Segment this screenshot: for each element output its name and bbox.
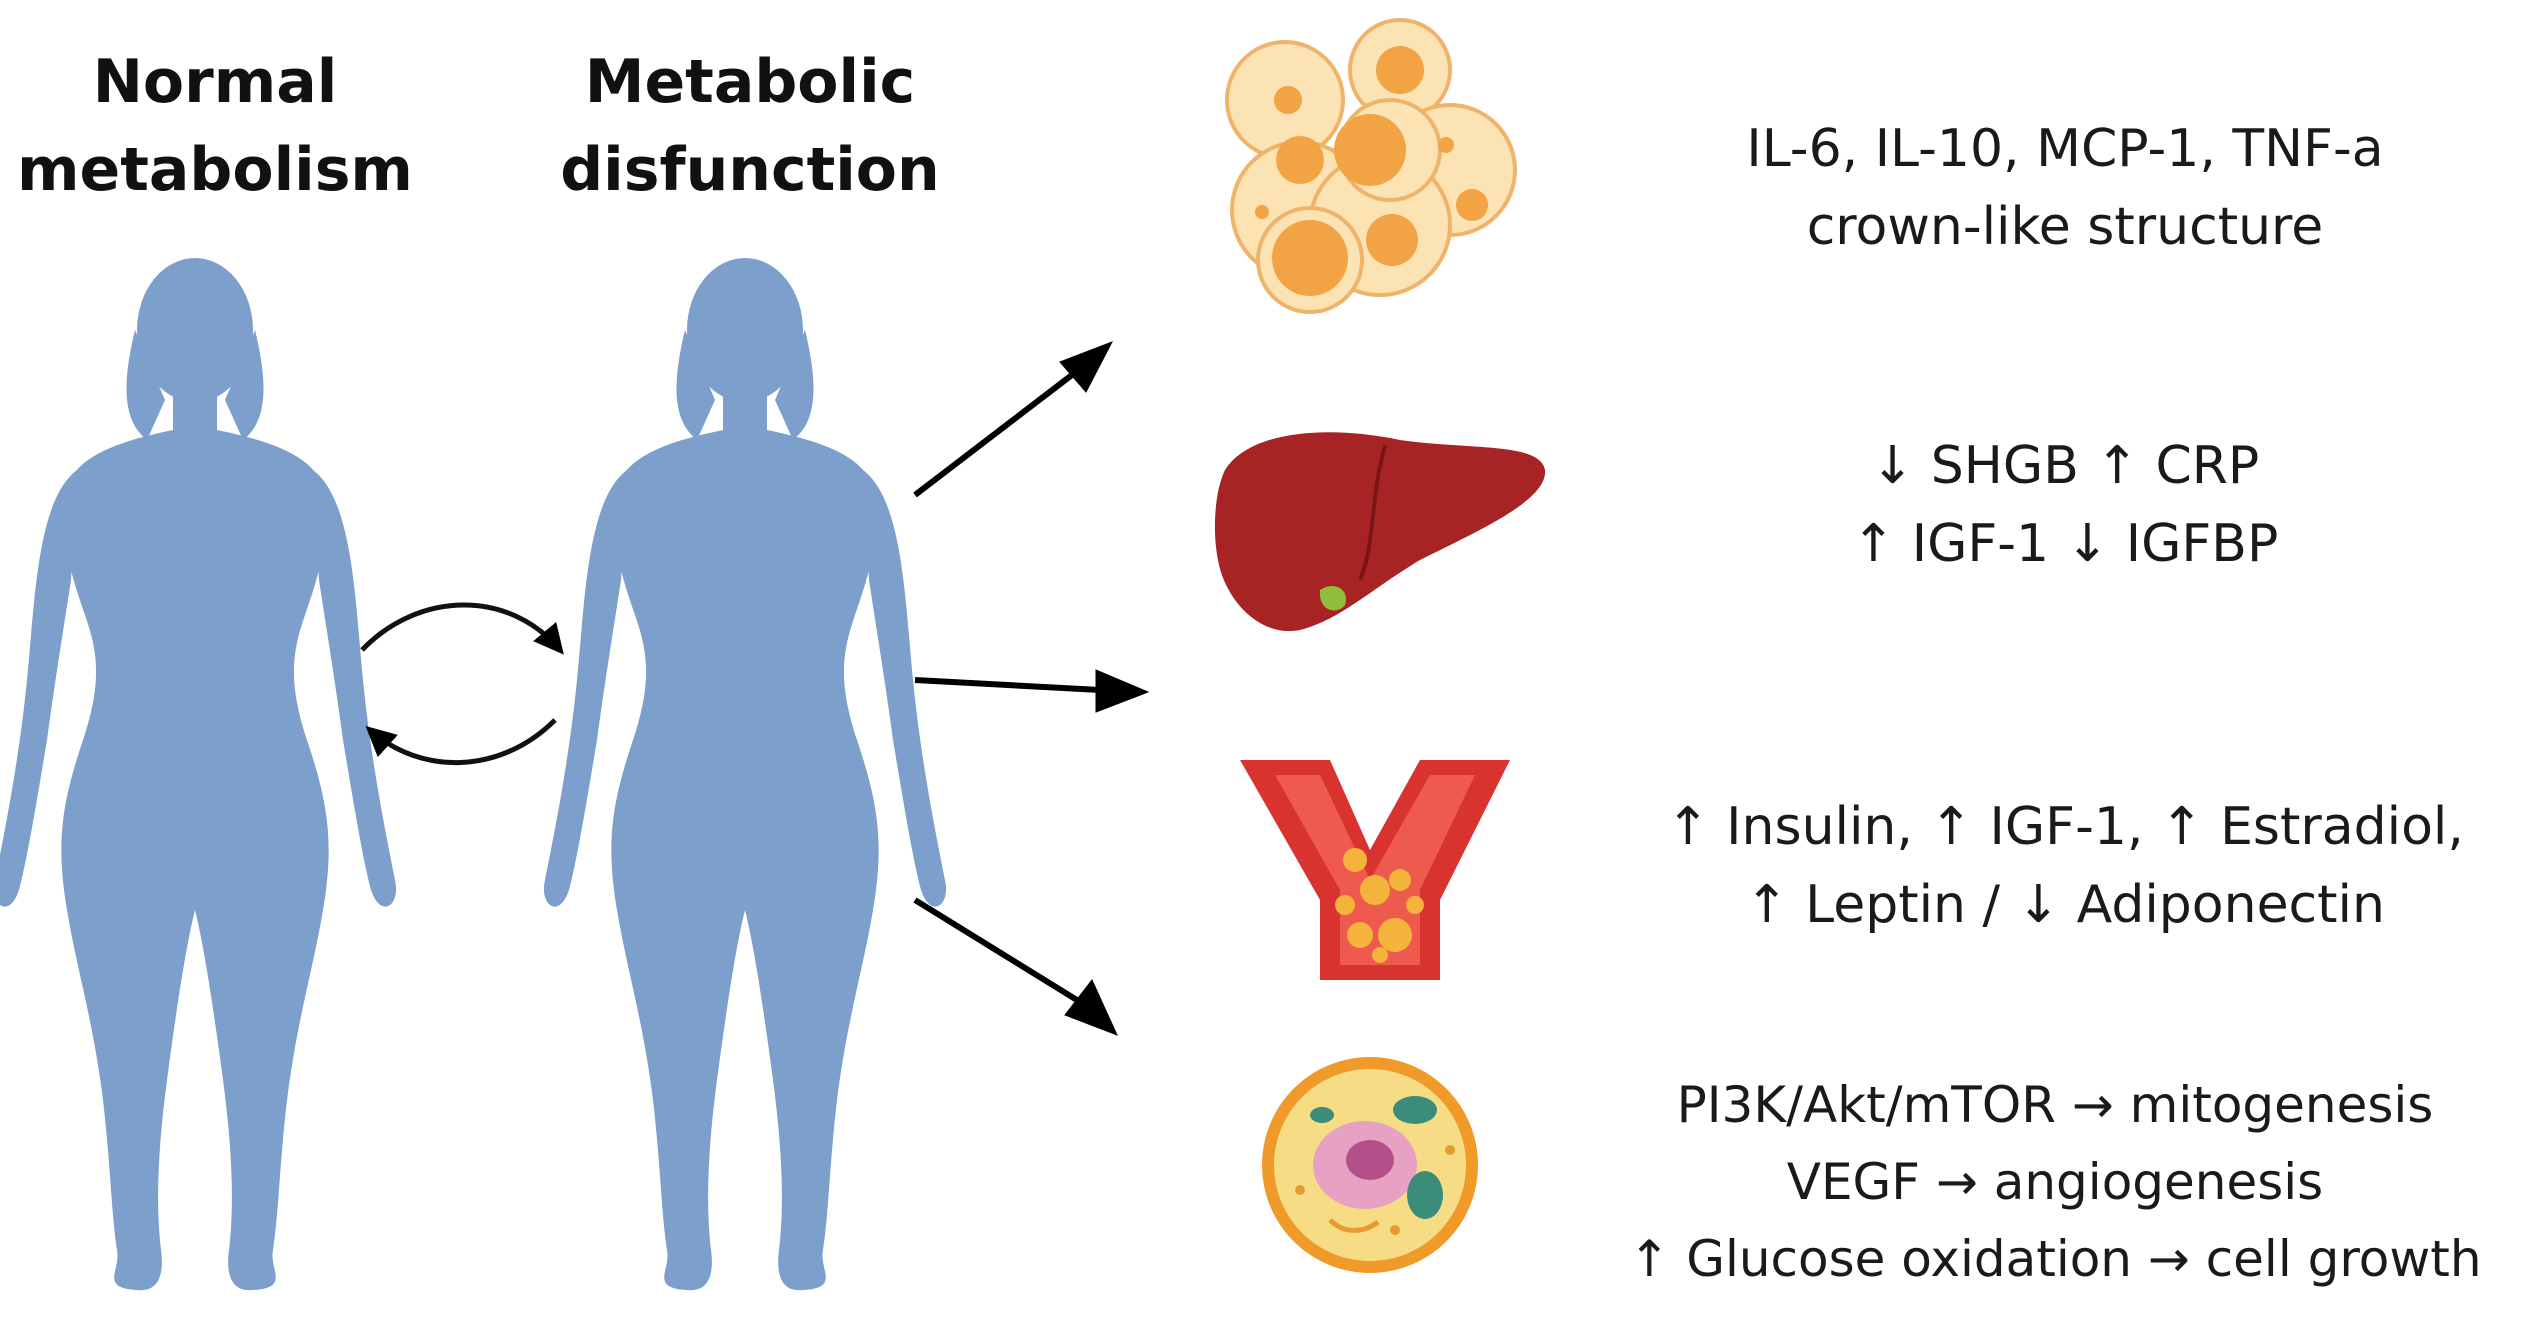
heading-normal-line-1: Normal — [92, 47, 338, 117]
adipose-tissue-icon — [1225, 18, 1517, 314]
heading-metabolic-disfunction: Metabolic disfunction — [520, 38, 980, 214]
heading-metabolic-line-1: Metabolic — [584, 47, 916, 117]
effect-cell-line-1: PI3K/Akt/mTOR → mitogenesis — [1676, 1076, 2434, 1134]
effect-text-adipose: IL-6, IL-10, MCP-1, TNF-a crown-like str… — [1660, 110, 2470, 266]
heading-metabolic-line-2: disfunction — [560, 135, 940, 205]
effect-liver-line-2: ↑ IGF-1 ↓ IGFBP — [1851, 514, 2279, 574]
liver-icon — [1214, 432, 1546, 632]
cell-icon — [1262, 1057, 1478, 1273]
effect-text-liver: ↓ SHGB ↑ CRP ↑ IGF-1 ↓ IGFBP — [1660, 427, 2470, 583]
heading-normal-line-2: metabolism — [17, 135, 413, 205]
effect-blood-line-1: ↑ Insulin, ↑ IGF-1, ↑ Estradiol, — [1666, 797, 2464, 857]
effect-cell-line-2: VEGF → angiogenesis — [1786, 1153, 2324, 1211]
effect-adipose-line-1: IL-6, IL-10, MCP-1, TNF-a — [1746, 119, 2384, 179]
female-body-silhouette-normal — [0, 258, 397, 1291]
female-body-silhouette-metabolic — [543, 258, 947, 1291]
effect-cell-line-3: ↑ Glucose oxidation → cell growth — [1628, 1230, 2482, 1288]
arrows-to-organs — [913, 341, 1150, 1036]
heading-normal-metabolism: Normal metabolism — [0, 38, 430, 214]
cycle-arrows — [360, 602, 564, 765]
effect-liver-line-1: ↓ SHGB ↑ CRP — [1870, 436, 2260, 496]
effect-adipose-line-2: crown-like structure — [1806, 197, 2324, 257]
effect-text-cell: PI3K/Akt/mTOR → mitogenesis VEGF → angio… — [1590, 1067, 2520, 1298]
effect-blood-line-2: ↑ Leptin / ↓ Adiponectin — [1745, 875, 2385, 935]
blood-vessel-icon — [1240, 760, 1510, 980]
effect-text-blood: ↑ Insulin, ↑ IGF-1, ↑ Estradiol, ↑ Lepti… — [1630, 788, 2500, 944]
